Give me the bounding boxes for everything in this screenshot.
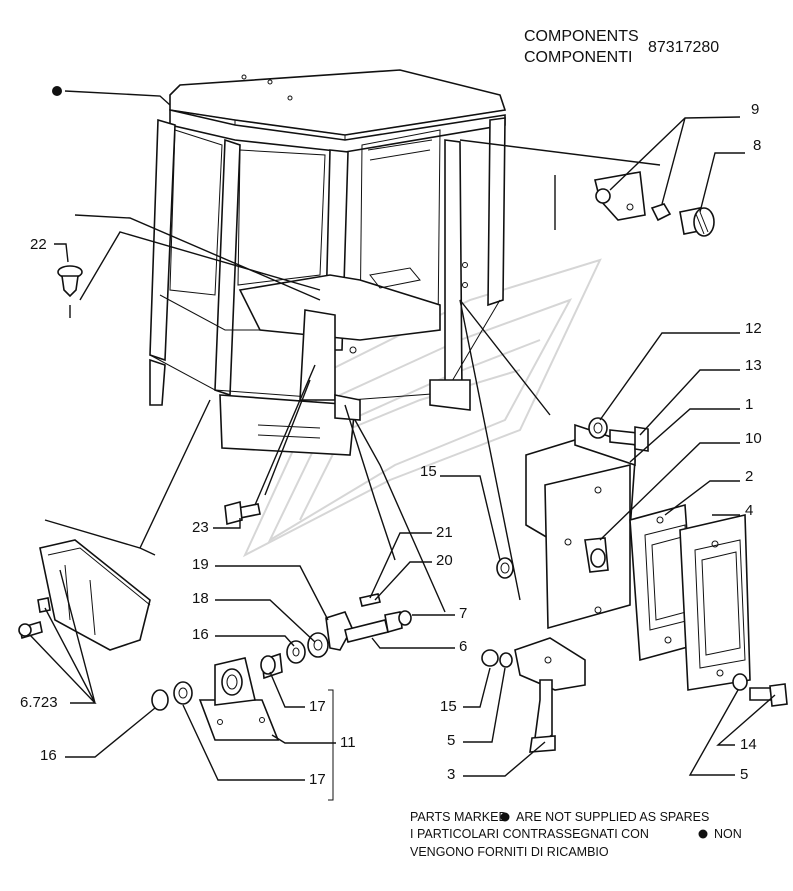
pad-4 [679,514,751,691]
callout-5-left: 5 [447,732,455,749]
callout-10: 10 [745,430,762,447]
callout-6723: 6.723 [20,694,58,711]
callout-6: 6 [459,638,467,655]
callout-22: 22 [30,236,47,253]
header: COMPONENTS COMPONENTI 87317280 [524,28,719,66]
callout-12: 12 [745,320,762,337]
title-line1: COMPONENTS [524,28,639,45]
pad-2 [629,503,696,662]
callout-17-lower: 17 [309,771,326,788]
note-marker-2 [698,829,708,839]
callout-14: 14 [740,736,757,753]
callout-15-upper: 15 [420,463,437,480]
bracket-1-assembly [525,423,636,630]
note-line2: I PARTICOLARI CONTRASSEGNATI CON [410,827,649,841]
note-line1b: ARE NOT SUPPLIED AS SPARES [516,810,709,824]
screw-14-group [732,673,788,707]
callout-15-lower: 15 [440,698,457,715]
hinge-3-group [481,637,586,753]
title-line2: COMPONENTI [524,49,632,66]
pivot-11-group [151,500,412,741]
callout-13: 13 [745,357,762,374]
callout-17-upper: 17 [309,698,326,715]
callout-18: 18 [192,590,209,607]
clip-22 [57,265,83,298]
bracket-9-group [459,139,715,237]
callout-4: 4 [745,502,753,519]
note-marker-1 [500,812,510,822]
note-line3: VENGONO FORNITI DI RICAMBIO [410,845,609,859]
note-line1: PARTS MARKED [410,810,507,824]
callout-1: 1 [745,396,753,413]
callout-19: 19 [192,556,209,573]
nut-20 [496,557,514,579]
callout-20: 20 [436,552,453,569]
cab-assembly [149,69,507,456]
callout-9: 9 [751,101,759,118]
callout-23: 23 [192,519,209,536]
callout-8: 8 [753,137,761,154]
callout-16-lower: 16 [40,747,57,764]
screw-13-group [588,417,649,452]
callout-2: 2 [745,468,753,485]
callout-3: 3 [447,766,455,783]
note-line2b: NON [714,827,742,841]
callout-7: 7 [459,605,467,622]
callout-5-right: 5 [740,766,748,783]
callout-11: 11 [340,734,356,751]
callout-21: 21 [436,524,453,541]
part-number: 87317280 [648,39,719,56]
callout-16-upper: 16 [192,626,209,643]
bracket-6723-group [18,539,151,651]
notes: PARTS MARKED ARE NOT SUPPLIED AS SPARES … [410,810,742,859]
not-supplied-marker [52,86,62,96]
